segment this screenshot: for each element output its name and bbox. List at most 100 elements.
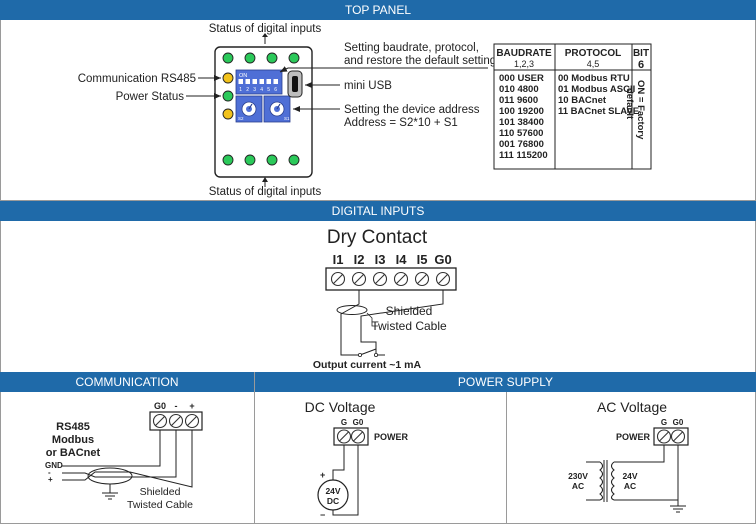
baudrate-row: 111 115200 — [499, 150, 548, 161]
comm-label-line2: Modbus — [52, 434, 94, 446]
screw-terminal — [184, 413, 200, 429]
shield-ellipse — [336, 305, 368, 315]
svg-text:5: 5 — [267, 87, 270, 93]
baudrate-row: 000 USER — [499, 73, 544, 84]
top-panel-header: TOP PANEL — [0, 0, 756, 20]
ac-secondary-line2: AC — [624, 481, 636, 491]
svg-text:1: 1 — [239, 87, 242, 93]
screw-terminal — [372, 271, 388, 287]
screw-terminal — [168, 413, 184, 429]
dc-terminal-label: G — [341, 418, 347, 427]
comm-terminal-label: G0 — [154, 401, 166, 411]
top-led-row — [222, 52, 300, 64]
baudrate-sub: 1,2,3 — [514, 59, 534, 69]
comm-shield — [87, 467, 133, 485]
screw-terminal — [393, 271, 409, 287]
comm-cable-line1: Shielded — [140, 486, 181, 498]
svg-text:6: 6 — [274, 87, 277, 93]
svg-text:2: 2 — [246, 87, 249, 93]
mini-usb-port[interactable] — [287, 70, 303, 98]
terminal-label: I2 — [354, 252, 365, 267]
power-led — [222, 90, 234, 102]
status-led — [266, 154, 278, 166]
ac-primary-line2: AC — [572, 481, 584, 491]
status-led — [266, 52, 278, 64]
comm-minus-label: - — [48, 468, 51, 477]
comm-rs485-label: Communication RS485 — [78, 73, 196, 85]
dc-source-line2: DC — [327, 496, 339, 506]
status-led — [244, 154, 256, 166]
gnd-label: GND — [45, 461, 63, 470]
ac-wire-g — [614, 445, 665, 463]
bit-header: BIT — [633, 48, 649, 59]
protocol-row: 01 Modbus ASCII — [558, 84, 635, 95]
comm-cable-line2: Twisted Cable — [127, 499, 193, 511]
comm-terminal-label: - — [175, 401, 178, 411]
wire-i2 — [340, 290, 360, 356]
power-status-label: Power Status — [116, 91, 185, 103]
screw-terminal — [350, 429, 366, 444]
ac-terminal-label: G0 — [673, 418, 684, 427]
rotary-switch-s1[interactable]: S1 — [263, 95, 291, 123]
svg-text:S2: S2 — [238, 116, 244, 121]
status-led — [288, 154, 300, 166]
ac-ground-icon — [670, 505, 686, 513]
aux-led — [222, 108, 234, 120]
dry-contact-switch — [359, 348, 377, 356]
bit-factory-line1: ON = Factory — [635, 80, 646, 140]
status-inputs-top-label: Status of digital inputs — [209, 23, 322, 35]
baudrate-row: 001 76800 — [499, 139, 544, 150]
address-line1: Setting the device address — [344, 104, 480, 116]
ac-primary-line1: 230V — [568, 471, 588, 481]
baudrate-row: 011 9600 — [499, 95, 538, 106]
baudrate-row: 101 38400 — [499, 117, 544, 128]
terminal-label: I1 — [333, 252, 344, 267]
status-inputs-bottom-label: Status of digital inputs — [209, 186, 322, 198]
dry-contact-title: Dry Contact — [327, 227, 428, 248]
svg-text:ON: ON — [239, 73, 247, 79]
protocol-header: PROTOCOL — [565, 48, 621, 59]
address-line2: Address = S2*10 + S1 — [344, 117, 458, 129]
screw-terminal — [670, 429, 686, 444]
status-led — [244, 52, 256, 64]
status-bottom-arrowhead — [262, 177, 268, 182]
baudrate-row: 100 19200 — [499, 106, 544, 117]
svg-text:4: 4 — [260, 87, 263, 93]
dc-plus-label: + — [320, 470, 325, 480]
comm-label-line1: RS485 — [56, 421, 90, 433]
svg-text:3: 3 — [253, 87, 256, 93]
transformer-icon — [586, 460, 615, 502]
screw-terminal — [656, 429, 672, 444]
dc-wire-g — [332, 445, 345, 480]
dc-source-line1: 24V — [325, 486, 340, 496]
status-led — [222, 52, 234, 64]
comm-plus-label: + — [48, 475, 53, 484]
ac-terminal-label: G — [661, 418, 667, 427]
comm-led — [222, 72, 234, 84]
bottom-led-row — [222, 154, 300, 166]
wire-minus — [62, 430, 177, 478]
settings-table: BAUDRATE 1,2,3 PROTOCOL 4,5 BIT 6 000 US… — [493, 43, 652, 170]
baudrate-row: 010 4800 — [499, 84, 539, 95]
output-current-label: Output current ~1 mA — [313, 359, 422, 371]
terminal-label: I5 — [417, 252, 428, 267]
di-cable-line1: Shielded — [386, 304, 433, 318]
setting-line2: and restore the default settings — [344, 55, 502, 67]
dc-terminal-label: G0 — [353, 418, 364, 427]
screw-terminal — [152, 413, 168, 429]
ac-secondary-line1: 24V — [622, 471, 637, 481]
comm-ground-icon — [102, 492, 118, 500]
dip-switch-block[interactable]: ON 1 2 3 4 5 6 — [235, 69, 283, 95]
rotary-switch-s2[interactable]: S2 — [235, 95, 263, 123]
comm-label-line3: or BACnet — [46, 447, 101, 459]
screw-terminal — [351, 271, 367, 287]
dc-wire-g0 — [332, 445, 359, 516]
di-cable-line2: Twisted Cable — [371, 319, 447, 333]
communication-header: COMMUNICATION — [0, 372, 254, 392]
dc-source-icon — [317, 479, 349, 511]
mini-usb-label: mini USB — [344, 80, 392, 92]
wire-plus — [62, 430, 193, 488]
bit-factory-line2: default — [624, 88, 635, 120]
cable-leader — [366, 312, 378, 327]
